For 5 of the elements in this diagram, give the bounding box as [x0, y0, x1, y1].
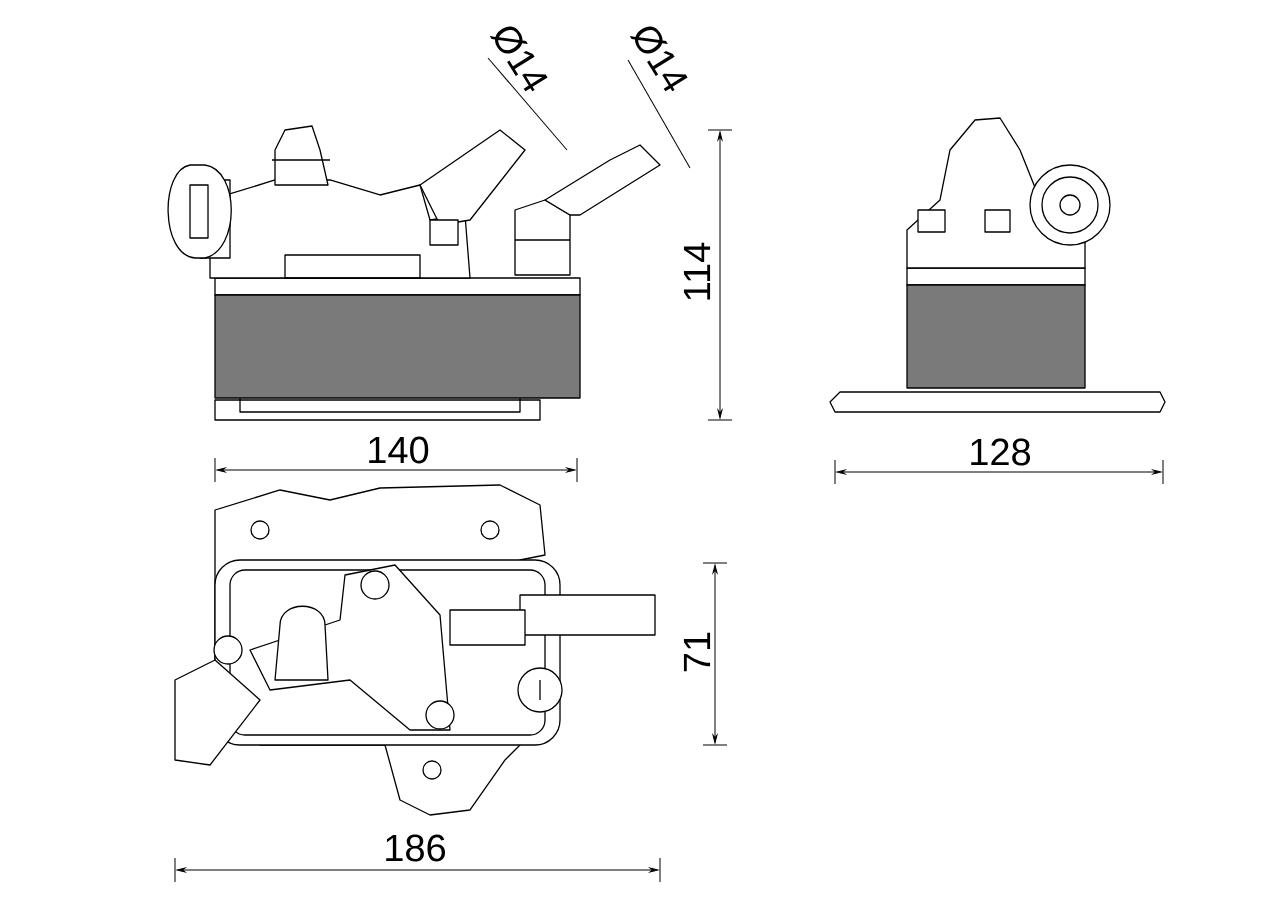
dimension-label: 186 [386, 834, 445, 862]
dimension-label: 71 [683, 632, 711, 672]
dimension-label: 140 [369, 436, 429, 464]
dimension-label: 114 [683, 242, 711, 300]
dimension-label: 128 [971, 438, 1031, 466]
